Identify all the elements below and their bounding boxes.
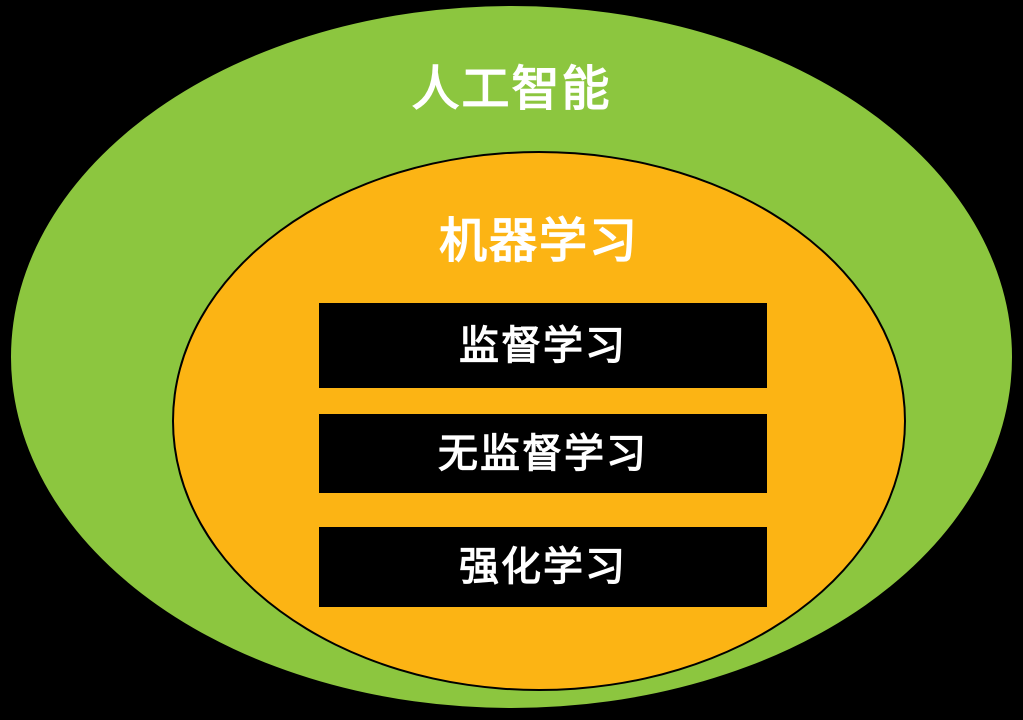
supervised-learning-label: 监督学习	[459, 323, 627, 368]
machine-learning-ellipse-label: 机器学习	[438, 215, 639, 268]
box-unsupervised-learning: 无监督学习	[319, 414, 767, 493]
box-reinforcement-learning: 强化学习	[319, 527, 767, 607]
reinforcement-learning-label: 强化学习	[459, 545, 627, 589]
box-supervised-learning: 监督学习	[319, 303, 767, 388]
ai-ellipse-label: 人工智能	[411, 63, 612, 116]
unsupervised-learning-label: 无监督学习	[438, 431, 648, 476]
